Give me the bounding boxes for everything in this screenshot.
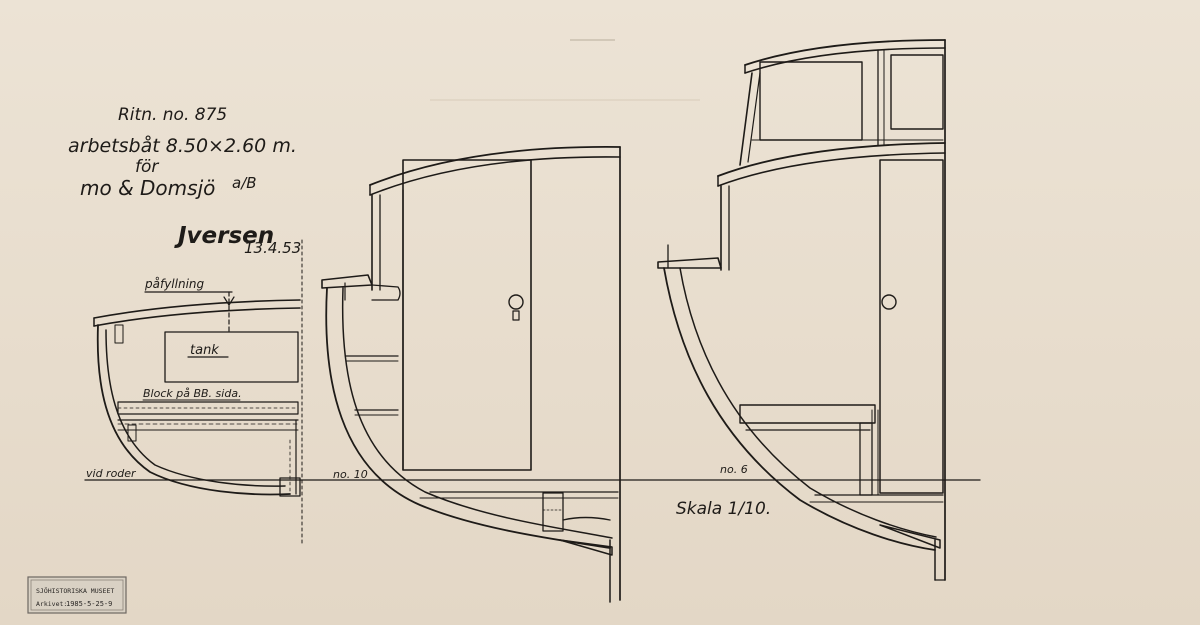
stamp-museum: SJÖHISTORISKA MUSEET xyxy=(36,586,114,595)
filling-label: påfyllning xyxy=(144,277,205,291)
signature: Jversen xyxy=(174,223,274,249)
stamp-archive-label: Arkivet: xyxy=(36,600,67,608)
for-label: för xyxy=(135,157,159,177)
section-rudder: påfyllning tank Block på BB. sida. vid r… xyxy=(86,239,303,546)
section-10: no. 10 xyxy=(321,146,621,603)
section-10-label: no. 10 xyxy=(333,468,368,481)
section-6: no. 6 xyxy=(657,39,946,581)
drawing-title: arbetsbåt 8.50×2.60 m. xyxy=(68,134,297,157)
client-name: mo & Domsjö xyxy=(80,176,215,200)
stamp-archive-no: 1985-5-25-9 xyxy=(66,600,112,608)
drawing-number: Ritn. no. 875 xyxy=(118,105,227,125)
title-block: Ritn. no. 875 arbetsbåt 8.50×2.60 m. för… xyxy=(68,105,771,519)
rudder-label: vid roder xyxy=(86,467,137,480)
block-label: Block på BB. sida. xyxy=(143,387,242,400)
drawing-date: 13.4.53 xyxy=(244,239,301,257)
museum-stamp: SJÖHISTORISKA MUSEET Arkivet: 1985-5-25-… xyxy=(27,576,127,614)
client-suffix: a/B xyxy=(232,174,257,192)
section-6-label: no. 6 xyxy=(720,463,748,476)
tank-label: tank xyxy=(190,343,219,358)
scale-label: Skala 1/10. xyxy=(676,499,771,519)
